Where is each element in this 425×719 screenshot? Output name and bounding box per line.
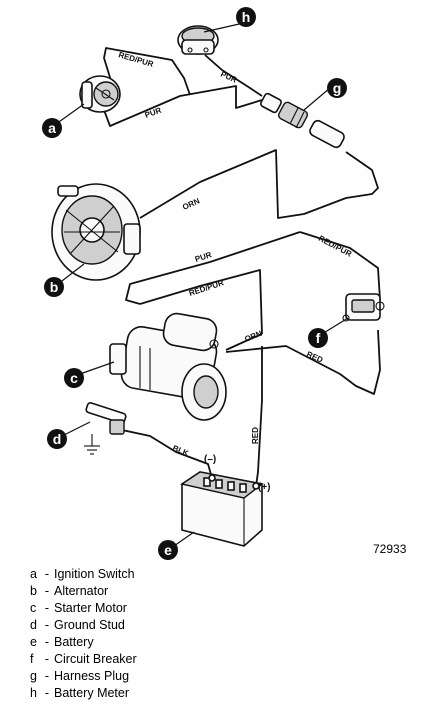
legend-key: f bbox=[30, 652, 34, 666]
legend-item: h-Battery Meter bbox=[30, 685, 137, 702]
wire-label-red-breaker: RED bbox=[305, 350, 324, 365]
legend-separator: - bbox=[44, 652, 50, 666]
legend-label: Alternator bbox=[54, 584, 109, 598]
wire-label-red-pur-alternator: RED/PUR bbox=[188, 278, 225, 298]
legend-label: Battery bbox=[54, 635, 94, 649]
figure-number: 72933 bbox=[373, 542, 407, 556]
wire-label-orn-starter: ORN bbox=[243, 329, 263, 344]
legend-key: e bbox=[30, 635, 37, 649]
legend-label: Ignition Switch bbox=[54, 567, 135, 581]
callout-d bbox=[47, 429, 67, 449]
wire-label-red-pur-right: RED/PUR bbox=[317, 234, 353, 259]
legend-separator: - bbox=[44, 686, 50, 700]
callout-f bbox=[308, 328, 328, 348]
wire-label-pur-left: PUR bbox=[144, 106, 163, 120]
legend-separator: - bbox=[44, 669, 50, 683]
callout-f-label: f bbox=[316, 330, 321, 346]
starter-motor bbox=[109, 312, 227, 421]
callout-c bbox=[64, 368, 84, 388]
callout-h bbox=[236, 7, 256, 27]
legend-item: a-Ignition Switch bbox=[30, 566, 137, 583]
legend-key: c bbox=[30, 601, 37, 615]
ignition-switch bbox=[79, 75, 121, 113]
legend-separator: - bbox=[44, 618, 50, 632]
wire-pur-left bbox=[103, 85, 263, 127]
callout-b-label: b bbox=[50, 279, 59, 295]
legend-label: Harness Plug bbox=[54, 669, 130, 683]
battery bbox=[180, 471, 264, 547]
legend-separator: - bbox=[44, 635, 50, 649]
wire-pur-top-right bbox=[204, 54, 263, 97]
callout-a bbox=[42, 118, 62, 138]
wire-label-orn-alternator: ORN bbox=[181, 196, 201, 212]
wire-harness-main bbox=[139, 149, 379, 219]
legend-key: g bbox=[30, 669, 37, 683]
callout-d-label: d bbox=[53, 431, 62, 447]
legend-key: d bbox=[30, 618, 37, 632]
wire-red-pur-top bbox=[103, 47, 191, 96]
harness-plug bbox=[260, 92, 345, 149]
legend-item: c-Starter Motor bbox=[30, 600, 137, 617]
legend-separator: - bbox=[44, 567, 50, 581]
legend-item: f-Circuit Breaker bbox=[30, 651, 137, 668]
wire-red-pur-right bbox=[299, 231, 381, 301]
callout-h-label: h bbox=[242, 9, 251, 25]
wire-label-red-vertical: RED bbox=[251, 427, 260, 444]
callout-g bbox=[327, 78, 347, 98]
wire-pur-alternator bbox=[125, 231, 301, 305]
callout-a-label: a bbox=[48, 120, 56, 136]
wire-red-pur-alternator bbox=[139, 269, 263, 335]
wire-red-battery bbox=[255, 346, 263, 487]
callouts: h a g b f c d e bbox=[42, 7, 349, 560]
legend-label: Battery Meter bbox=[54, 686, 130, 700]
battery-meter bbox=[177, 25, 219, 55]
legend-item: e-Battery bbox=[30, 634, 137, 651]
battery-negative-label: (–) bbox=[204, 454, 216, 465]
ground-stud bbox=[84, 402, 127, 455]
circuit-breaker bbox=[342, 293, 385, 322]
legend-item: d-Ground Stud bbox=[30, 617, 137, 634]
callout-g-label: g bbox=[333, 80, 342, 96]
wire-red-breaker bbox=[225, 329, 381, 395]
legend-separator: - bbox=[44, 584, 50, 598]
legend-key: b bbox=[30, 584, 37, 598]
legend-label: Ground Stud bbox=[54, 618, 125, 632]
wire-label-pur-top-right: PUR bbox=[219, 70, 238, 85]
wire-label-blk-ground: BLK bbox=[171, 444, 190, 459]
callout-e-label: e bbox=[164, 542, 172, 558]
legend-key: h bbox=[30, 686, 37, 700]
wiring-diagram: RED/PUR PUR PUR ORN RED/PUR PUR RED/PUR … bbox=[42, 7, 385, 560]
legend-item: b-Alternator bbox=[30, 583, 137, 600]
wire-blk-ground bbox=[121, 429, 213, 479]
legend-label: Starter Motor bbox=[54, 601, 127, 615]
legend-separator: - bbox=[44, 601, 50, 615]
legend-label: Circuit Breaker bbox=[54, 652, 137, 666]
alternator bbox=[51, 183, 141, 281]
callout-e bbox=[158, 540, 178, 560]
callout-c-label: c bbox=[70, 370, 78, 386]
wire-orn-starter bbox=[225, 333, 263, 351]
battery-positive-label: (+) bbox=[258, 482, 271, 493]
callout-b bbox=[44, 277, 64, 297]
legend-key: a bbox=[30, 567, 37, 581]
legend-item: g-Harness Plug bbox=[30, 668, 137, 685]
